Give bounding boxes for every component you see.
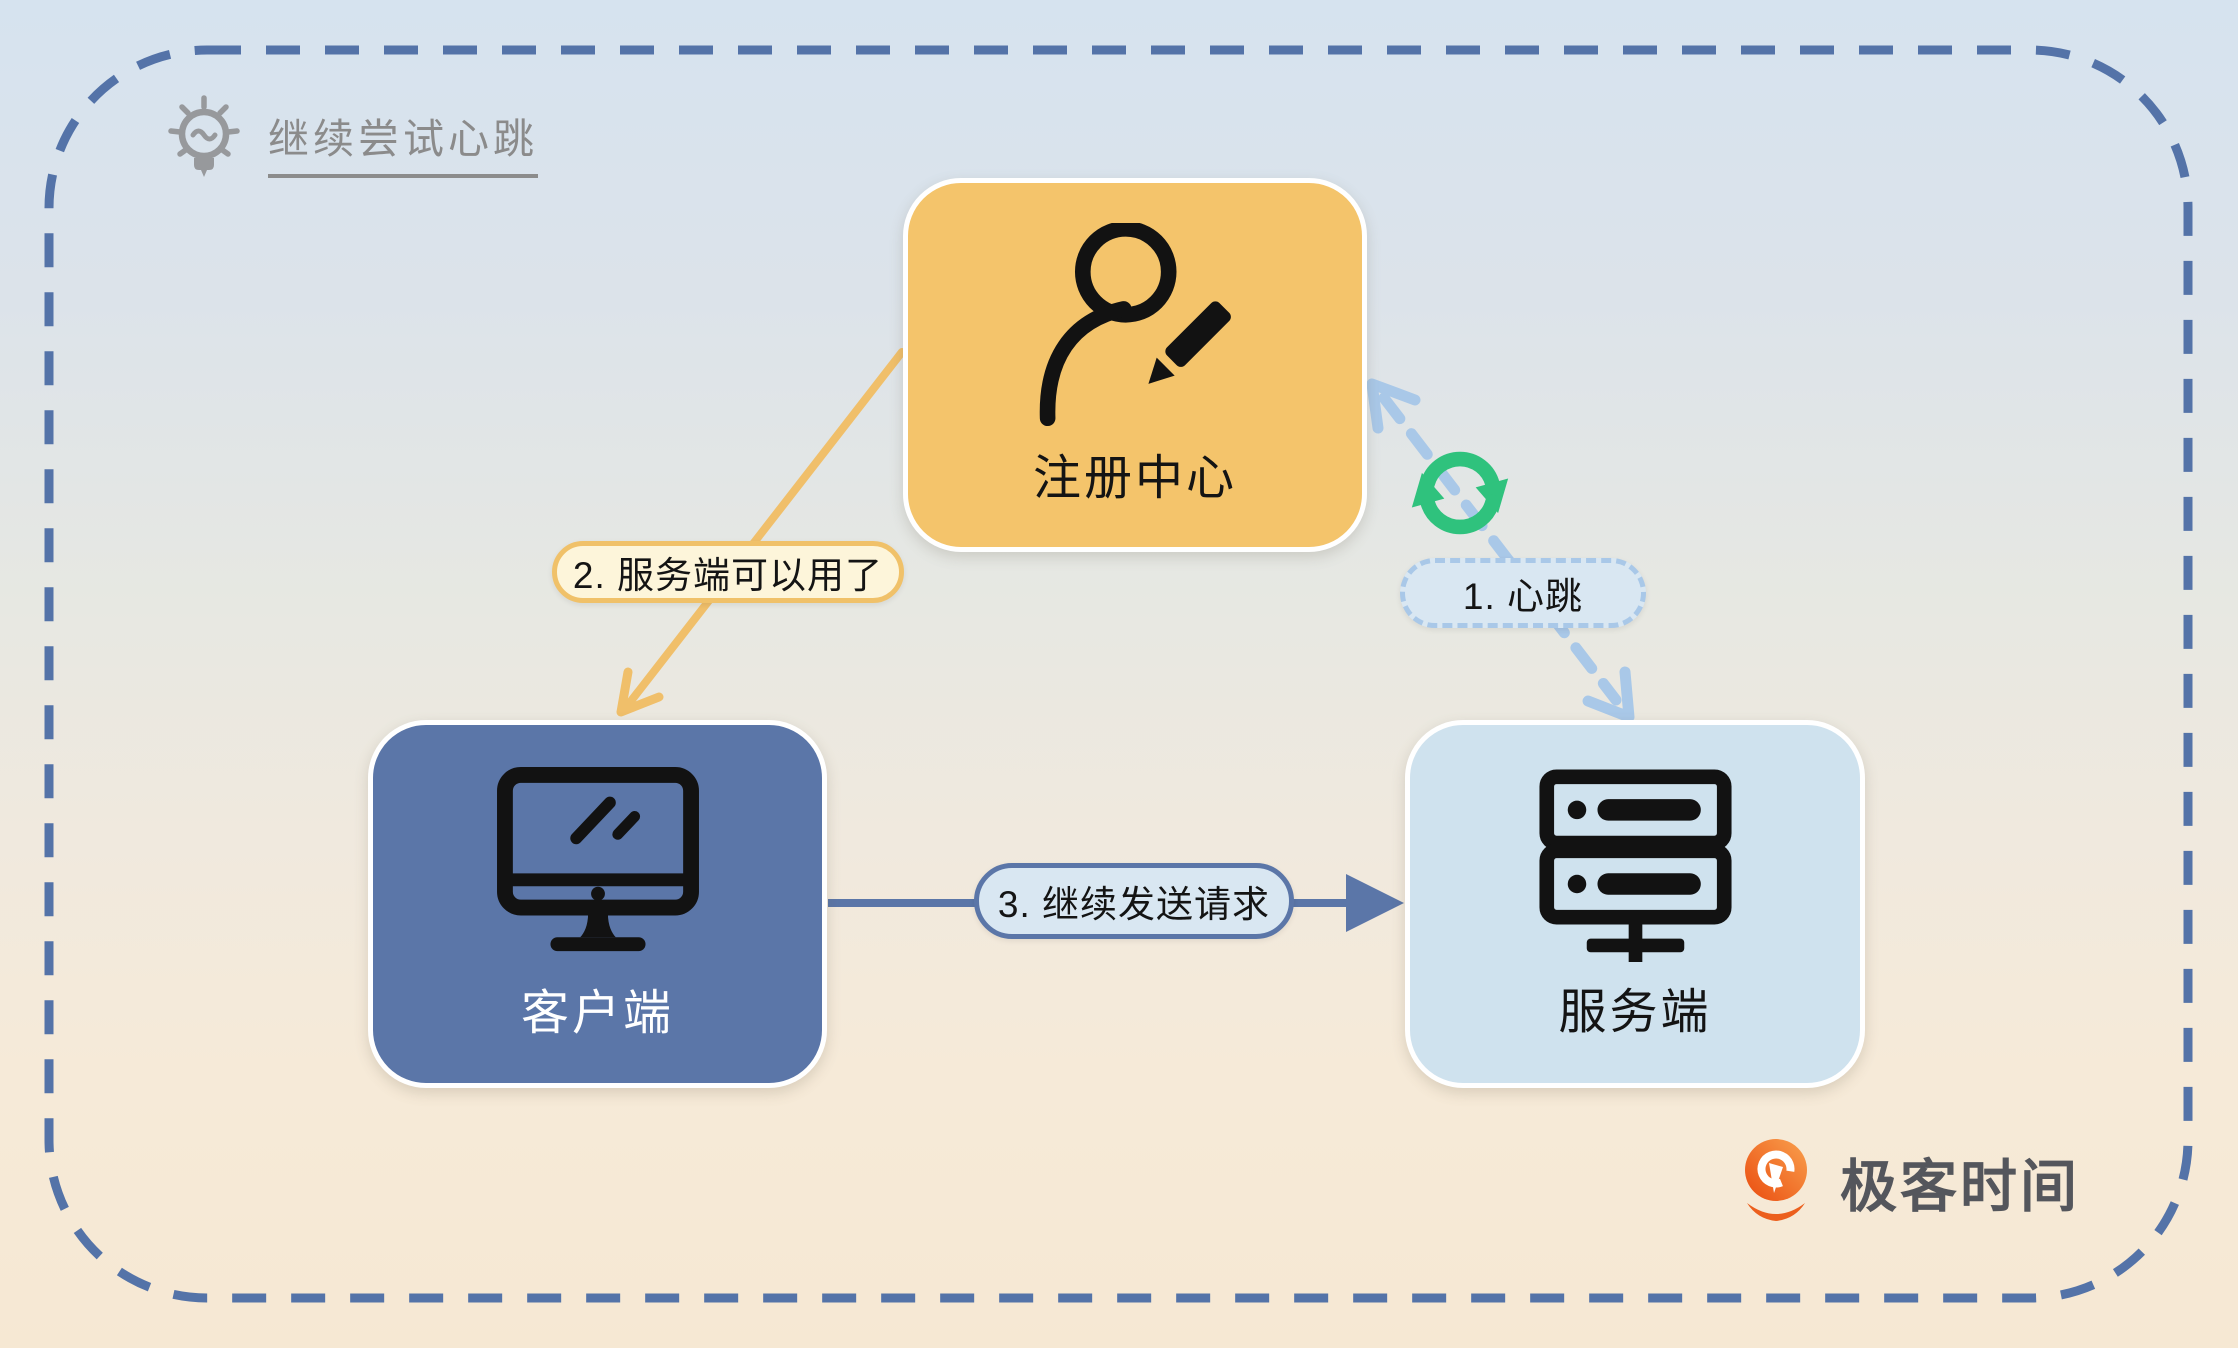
- server-icon: [1538, 768, 1732, 962]
- node-server-label: 服务端: [1558, 985, 1712, 1039]
- arrowhead-up: [1366, 378, 1421, 434]
- lightbulb-icon: [168, 95, 240, 177]
- edge-registry-to-client: [616, 348, 906, 717]
- node-client-label: 客户端: [520, 987, 674, 1040]
- arrowhead: [616, 667, 664, 717]
- edge-label-service-available: 2. 服务端可以用了: [552, 541, 904, 603]
- note-header: 继续尝试心跳: [166, 92, 538, 190]
- edge-label-heartbeat: 1. 心跳: [1400, 558, 1646, 628]
- arrowhead: [1346, 874, 1404, 932]
- node-client: 客户端: [368, 720, 827, 1088]
- node-registry-label: 注册中心: [1032, 451, 1237, 505]
- monitor-icon: [496, 766, 699, 952]
- arrowhead-down: [1582, 666, 1635, 723]
- user-edit-icon: [1039, 222, 1231, 426]
- edge-label-keep-requesting: 3. 继续发送请求: [974, 863, 1294, 939]
- edge-server-to-registry: [1366, 378, 1635, 723]
- edge-label-service-available-text: 2. 服务端可以用了: [572, 555, 884, 596]
- sync-icon: [1411, 451, 1509, 535]
- node-registry: 注册中心: [903, 178, 1367, 552]
- note-text: 继续尝试心跳: [268, 105, 538, 178]
- edge-label-keep-requesting-text: 3. 继续发送请求: [997, 884, 1271, 925]
- brand-footer: 极客时间: [1734, 1136, 2080, 1228]
- edge-label-heartbeat-text: 1. 心跳: [1462, 576, 1584, 617]
- dashed-frame: [44, 45, 2193, 1303]
- geektime-logo-icon: [1745, 1139, 1807, 1221]
- brand-name: 极客时间: [1840, 1155, 2080, 1219]
- node-server: 服务端: [1405, 720, 1865, 1088]
